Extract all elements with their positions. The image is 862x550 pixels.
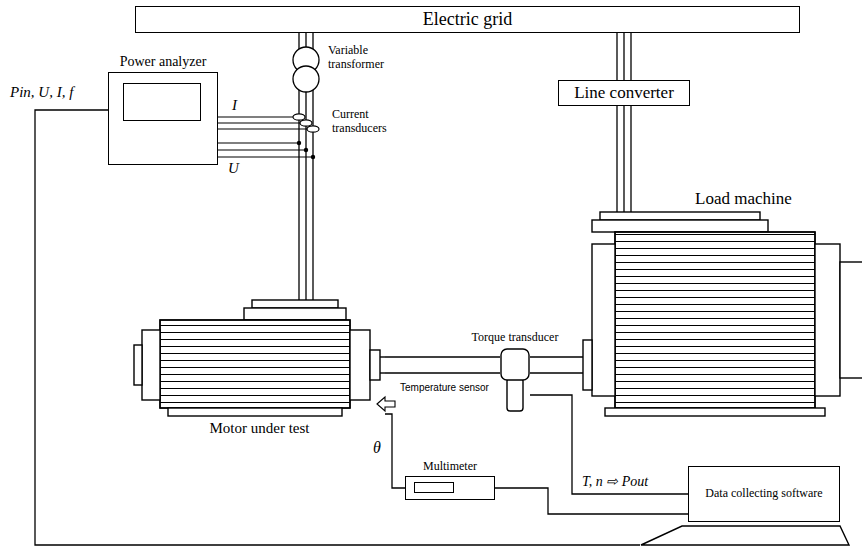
transformer-symbol <box>293 47 319 92</box>
current-transducers <box>293 114 319 132</box>
node-text: Line converter <box>574 83 674 103</box>
display-screen <box>414 482 454 493</box>
display-screen <box>123 83 201 121</box>
connector-line <box>623 106 624 212</box>
signal-label: T, n ⇨ Pout <box>580 474 650 490</box>
connector <box>385 357 500 373</box>
connector-line <box>616 33 617 80</box>
component-label: Current transducers <box>330 108 424 136</box>
connector-line <box>385 356 500 357</box>
connector-line <box>630 33 631 80</box>
connector <box>495 488 688 514</box>
component-label: Temperature sensor <box>398 382 491 394</box>
power-analyzer: Power analyzer <box>108 72 218 165</box>
signal-label: θ <box>371 439 383 457</box>
connector-line <box>495 488 688 514</box>
connector <box>617 106 631 212</box>
multimeter: Multimeter <box>405 476 495 500</box>
node-heading: Motor under test <box>210 420 310 437</box>
connector-line <box>530 356 583 357</box>
keyboard-base <box>641 526 849 545</box>
sensor-arrow <box>377 397 395 411</box>
connector-line <box>616 106 617 212</box>
signal-label: Pin, U, I, f <box>8 84 75 101</box>
load-machine-drawing <box>583 212 862 416</box>
connector-line <box>385 372 500 373</box>
connector-line <box>530 372 583 373</box>
connector-line <box>630 106 631 212</box>
current-wires <box>218 117 313 157</box>
connector <box>35 110 640 545</box>
node-heading: Load machine <box>695 189 792 209</box>
torque-transducer: Torque transducer <box>500 348 530 412</box>
connector-line <box>35 110 640 545</box>
connector-line <box>385 414 405 488</box>
node-heading: Power analyzer <box>120 54 207 70</box>
node-text: Electric grid <box>423 9 512 30</box>
node-heading: Torque transducer <box>467 331 563 345</box>
grid-band: Electric grid <box>135 6 800 33</box>
transducer-drawing <box>500 348 530 412</box>
transducer-hub <box>501 349 529 380</box>
connector <box>385 414 405 488</box>
connector <box>617 33 631 80</box>
laptop: Data collecting software <box>640 466 850 546</box>
node-text: Data collecting software <box>699 487 828 501</box>
voltage-taps <box>297 141 315 159</box>
line-converter: Line converter <box>558 80 690 106</box>
motor-drawing <box>134 300 385 416</box>
signal-label: U <box>226 160 241 177</box>
signal-label: I <box>230 97 239 114</box>
node-heading: Multimeter <box>423 460 477 474</box>
component-label: Variable transformer <box>326 44 416 72</box>
transducer-stem <box>507 378 523 411</box>
motor-under-test: Motor under test <box>134 300 385 416</box>
connector-line <box>623 33 624 80</box>
laptop-screen: Data collecting software <box>688 466 840 522</box>
load-machine: Load machine <box>583 212 862 416</box>
connector <box>530 357 583 373</box>
